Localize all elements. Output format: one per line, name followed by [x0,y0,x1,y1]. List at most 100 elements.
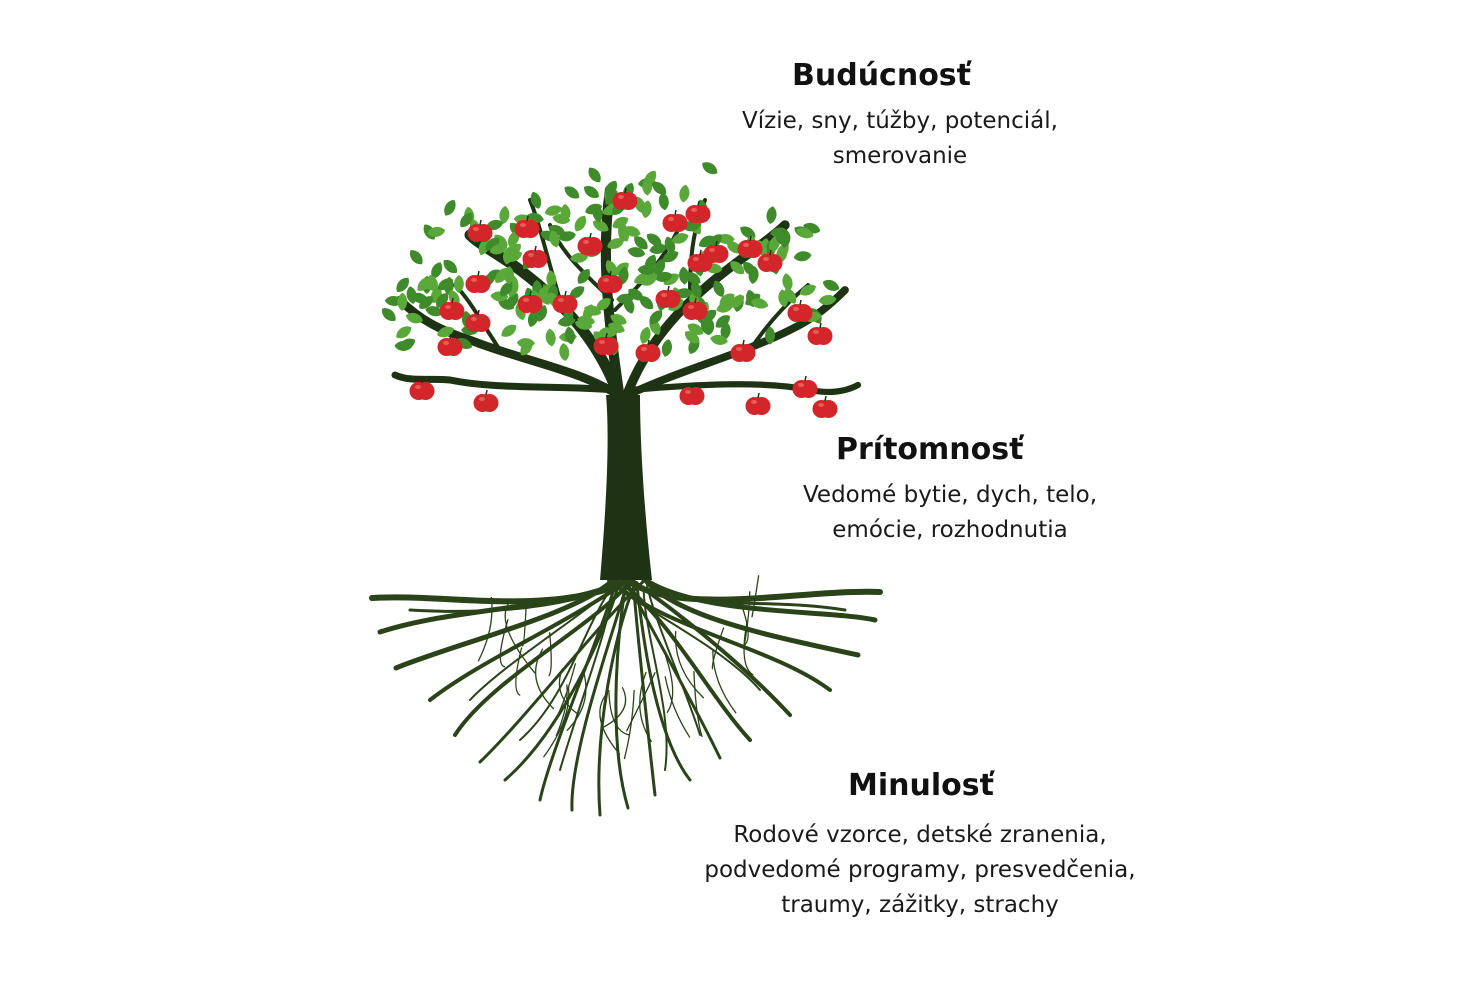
apple [552,290,578,313]
present-description: Vedomé bytie, dych, telo, emócie, rozhod… [740,478,1160,548]
apple-stem [421,377,424,384]
apple [687,249,713,272]
leaf [570,252,589,263]
present-line-2: emócie, rozhodnutia [832,517,1068,543]
rootlet [515,647,523,696]
apple-lobe [752,397,771,415]
apple [467,219,493,242]
root-strand [642,577,847,612]
future-section: Budúcnosť Vízie, sny, túžby, potenciál, … [700,58,1100,174]
leaf [560,204,571,222]
apple [792,375,818,398]
leaf [713,280,725,297]
apple-highlight [583,240,589,244]
past-section: Minulosť Rodové vzorce, detské zranenia,… [660,768,1180,923]
past-title: Minulosť [848,768,994,803]
leaf [616,293,635,304]
apple [473,389,499,412]
apple-lobe [474,224,493,242]
leaf [592,204,603,223]
leaf [409,250,423,265]
leaf [719,293,735,306]
leaf [607,238,625,249]
apple-lobe [642,344,661,362]
apple [682,297,708,320]
rootlet [711,627,725,670]
apple-stem [477,270,480,277]
leaf [574,319,593,330]
rootlet [674,630,705,699]
apple-lobe [669,214,688,232]
apple-lobe [694,254,713,272]
leaf [381,308,396,322]
leaf [500,282,513,297]
future-line-2: smerovanie [832,143,968,169]
apple-stem [589,232,592,239]
apple-highlight [558,298,564,302]
leaf [818,295,837,305]
apple [517,290,543,313]
leaf [822,279,840,291]
rootlet [623,689,635,760]
leaf [740,226,756,239]
leaf [564,186,580,199]
tree-trunk [600,395,652,580]
apple [465,309,491,332]
apple-highlight [709,248,715,252]
apple-highlight [443,341,449,345]
apple [522,245,548,268]
leaf [499,205,510,224]
apple-stem [624,187,627,194]
leaf [612,216,629,229]
apple-highlight [599,340,605,344]
leaf [605,180,618,196]
leaf [623,226,641,237]
past-line-3: traumy, zážitky, strachy [781,892,1059,918]
leaf [679,266,689,285]
apple [437,333,463,356]
rootlet [751,575,760,618]
present-section: Prítomnosť Vedomé bytie, dych, telo, emó… [740,432,1160,548]
apple-stem [715,240,718,247]
apple-highlight [693,257,699,261]
leaf [775,232,789,246]
apple-lobe [480,394,499,412]
leaf [546,270,557,289]
apple-highlight [661,293,667,297]
leaf [507,230,520,247]
leaf [661,339,672,357]
apple-stem [749,235,752,242]
apple-stem [564,290,567,297]
apple [514,215,540,238]
leaf [453,275,464,293]
apple-lobe [814,327,833,345]
apple-highlight [751,400,757,404]
apple [635,339,661,362]
leaf [610,314,627,325]
apple-lobe [524,295,543,313]
past-line-1: Rodové vzorce, detské zranenia, [733,822,1107,848]
apple-stem [534,245,537,252]
apple-lobe [521,220,540,238]
apple-lobe [600,337,619,355]
apple-highlight [688,305,694,309]
apple [577,232,603,255]
apple-highlight [479,397,485,401]
root-strand [408,578,634,613]
rootlet [477,596,493,662]
leaf [642,273,658,286]
root-strand [608,577,832,692]
leaf [584,186,599,198]
leaf [596,298,611,311]
apple [807,322,833,345]
apple [745,392,771,415]
rootlet [665,655,674,713]
rootlet [743,622,754,676]
apple-stem [667,285,670,292]
tree-apples [409,187,838,418]
leaf [671,233,689,244]
leaf [530,191,542,209]
leaf [489,243,507,255]
apple-highlight [818,403,824,407]
leaf [685,331,700,344]
